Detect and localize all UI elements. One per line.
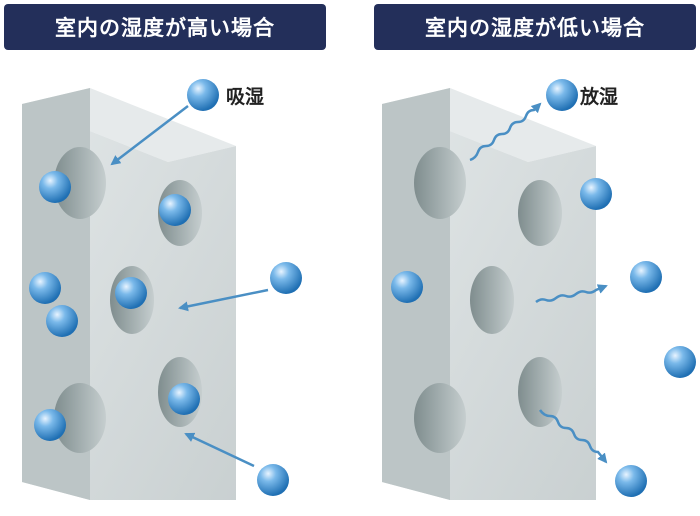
right-hole-5 — [414, 383, 466, 453]
molecule — [29, 272, 61, 304]
absorb-label: 吸湿 — [226, 86, 265, 108]
left-hole-1 — [54, 147, 106, 219]
molecule — [580, 178, 612, 210]
absorb-arrow-1 — [110, 105, 189, 166]
molecule — [630, 261, 662, 293]
title-high-humidity: 室内の湿度が高い場合 — [4, 4, 326, 50]
molecule — [187, 79, 219, 111]
left-water-molecules — [29, 79, 302, 496]
molecule — [115, 277, 147, 309]
release-label: 放湿 — [580, 86, 619, 108]
right-hole-2 — [518, 180, 562, 246]
molecule — [39, 171, 71, 203]
molecule — [34, 409, 66, 441]
release-arrow-3 — [538, 409, 608, 464]
right-hole-1 — [414, 147, 466, 219]
molecule — [546, 79, 578, 111]
left-absorb-arrows — [110, 105, 269, 468]
molecule — [257, 464, 289, 496]
right-hole-4 — [518, 357, 562, 427]
right-water-molecules — [391, 79, 696, 497]
release-arrow-1 — [469, 102, 542, 162]
title-low-humidity: 室内の湿度が低い場合 — [374, 4, 696, 50]
molecule — [391, 271, 423, 303]
absorb-arrow-3 — [184, 432, 255, 468]
molecule — [664, 346, 696, 378]
right-hole-3 — [470, 266, 514, 334]
molecule — [270, 262, 302, 294]
absorb-arrow-2 — [178, 288, 269, 312]
release-arrow-2 — [535, 284, 608, 304]
molecule — [168, 383, 200, 415]
left-hole-5 — [54, 383, 106, 453]
molecule — [615, 465, 647, 497]
right-release-arrows — [469, 102, 608, 464]
molecule — [159, 194, 191, 226]
molecule — [46, 305, 78, 337]
